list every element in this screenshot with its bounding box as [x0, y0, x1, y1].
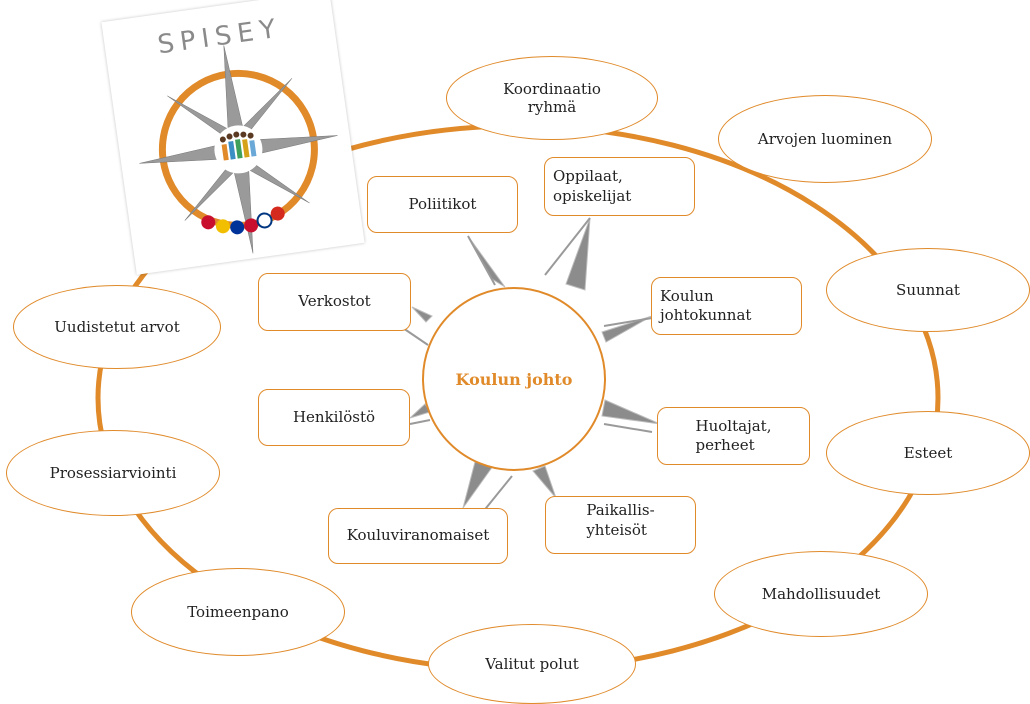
- center-koulun-johto: Koulun johto: [422, 287, 606, 471]
- box-verkostot-label: Verkostot: [298, 292, 371, 311]
- spike-verkostot: [411, 306, 433, 323]
- logo-compass-star: [139, 45, 338, 254]
- box-oppilaat: Oppilaat, opiskelijat: [544, 157, 695, 216]
- oval-uudistetut-label: Uudistetut arvot: [54, 318, 180, 336]
- line-johtokunnat: [603, 317, 653, 327]
- oval-prosessi: Prosessiarviointi: [6, 430, 220, 516]
- box-henkilosto-label: Henkilöstö: [292, 407, 376, 426]
- spike-oppilaat: [565, 217, 591, 291]
- line-poliitikot: [467, 235, 496, 286]
- oval-arvojen: Arvojen luominen: [718, 95, 932, 183]
- line-henkilosto: [409, 419, 431, 425]
- flags-icon: [201, 206, 285, 235]
- box-johtokunnat-label: Koulun johtokunnat: [660, 286, 752, 325]
- box-johtokunnat: Koulun johtokunnat: [651, 277, 802, 335]
- people-icon: [219, 131, 257, 161]
- spike-huoltajat: [601, 399, 661, 425]
- oval-arvojen-label: Arvojen luominen: [757, 130, 893, 148]
- oval-prosessi-label: Prosessiarviointi: [49, 464, 177, 482]
- box-kouluviranomaiset: Kouluviranomaiset: [328, 508, 508, 564]
- line-huoltajat: [603, 423, 653, 433]
- oval-esteet: Esteet: [826, 411, 1030, 495]
- box-paikallis: Paikallis- yhteisöt: [545, 496, 696, 554]
- spike-kouluviranomaiset: [462, 461, 494, 509]
- box-huoltajat-label: Huoltajat, perheet: [695, 416, 772, 455]
- spisey-logo-card: SPISEY: [101, 0, 365, 275]
- oval-toimeenpano-label: Toimeenpano: [187, 603, 289, 621]
- oval-koordinaatio-label: Koordinaatio ryhmä: [503, 80, 601, 116]
- box-verkostot: Verkostot: [258, 273, 411, 331]
- oval-uudistetut: Uudistetut arvot: [13, 285, 221, 369]
- box-huoltajat: Huoltajat, perheet: [657, 407, 810, 465]
- spike-poliitikot: [467, 235, 506, 288]
- box-oppilaat-label: Oppilaat, opiskelijat: [553, 167, 632, 205]
- compass-logo: [139, 45, 338, 254]
- box-poliitikot-label: Poliitikot: [408, 194, 477, 213]
- oval-toimeenpano: Toimeenpano: [131, 568, 345, 656]
- box-henkilosto: Henkilöstö: [258, 389, 410, 446]
- spike-paikallis: [532, 465, 557, 499]
- line-oppilaat: [544, 217, 591, 276]
- oval-koordinaatio: Koordinaatio ryhmä: [446, 56, 658, 140]
- oval-mahdollisuudet-label: Mahdollisuudet: [761, 585, 881, 603]
- box-poliitikot: Poliitikot: [367, 176, 518, 233]
- spike-johtokunnat: [601, 315, 653, 343]
- box-kouluviranomaiset-label: Kouluviranomaiset: [346, 526, 490, 545]
- box-paikallis-label: Paikallis- yhteisöt: [586, 501, 655, 539]
- oval-valitut: Valitut polut: [428, 624, 636, 704]
- compass-spikes: [409, 217, 661, 509]
- oval-esteet-label: Esteet: [903, 444, 953, 462]
- oval-mahdollisuudet: Mahdollisuudet: [714, 551, 928, 637]
- oval-suunnat: Suunnat: [826, 248, 1030, 332]
- oval-suunnat-label: Suunnat: [896, 281, 960, 299]
- oval-valitut-label: Valitut polut: [485, 655, 579, 673]
